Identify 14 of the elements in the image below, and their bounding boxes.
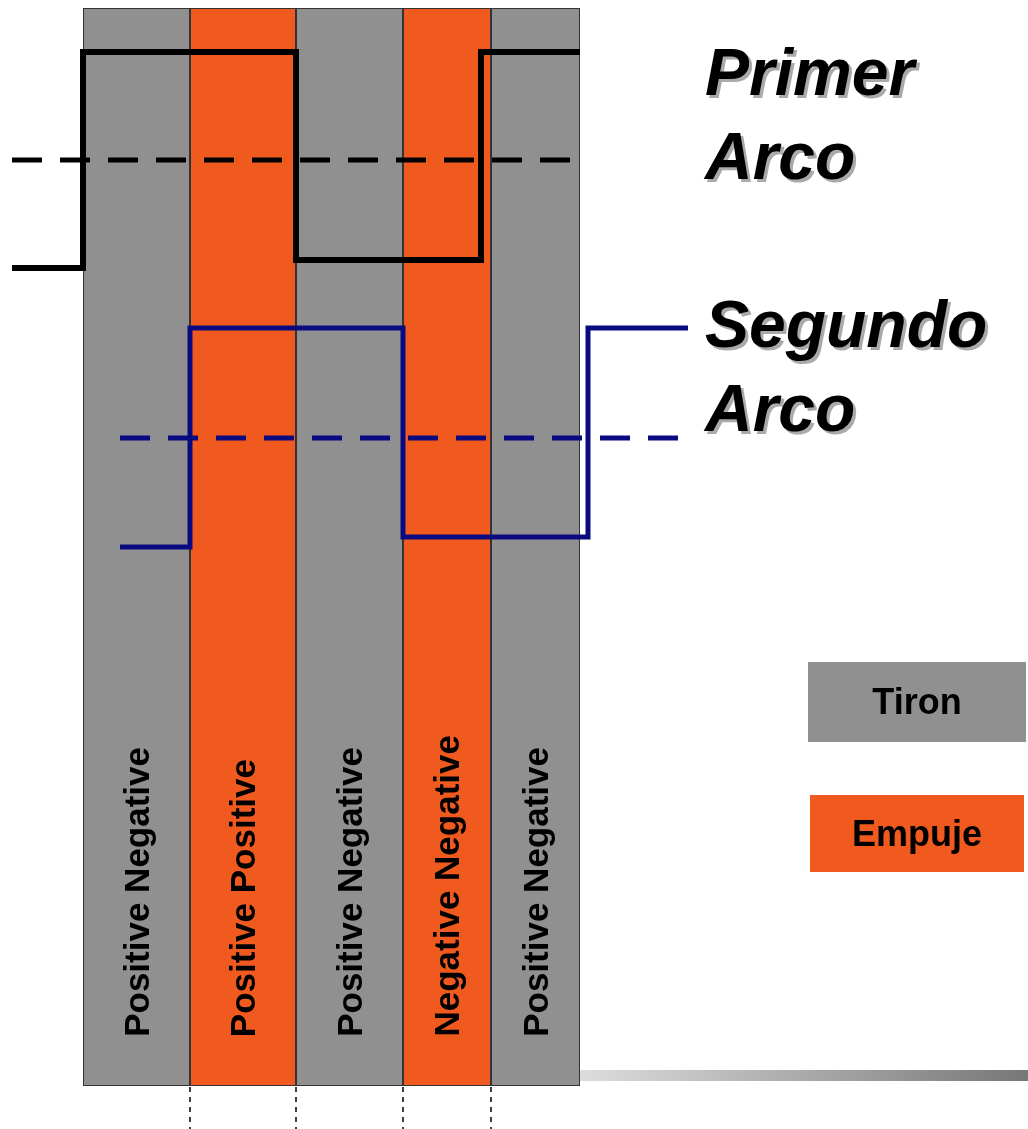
timing-column — [83, 8, 190, 1086]
column-label: Positive Positive — [223, 758, 263, 1037]
timing-column — [403, 8, 491, 1086]
column-label: Positive Negative — [116, 747, 157, 1037]
legend-label: Empuje — [852, 812, 982, 855]
timing-column — [296, 8, 403, 1086]
trace-label: Segundo Arco — [705, 286, 989, 447]
timing-column — [190, 8, 296, 1086]
column-label: Positive Negative — [515, 747, 556, 1037]
timing-column — [491, 8, 580, 1086]
column-label: Positive Negative — [329, 747, 370, 1037]
legend-label: Tiron — [872, 681, 962, 723]
column-label: Negative Negative — [427, 735, 467, 1037]
trace-label: Primer Arco — [705, 34, 918, 195]
